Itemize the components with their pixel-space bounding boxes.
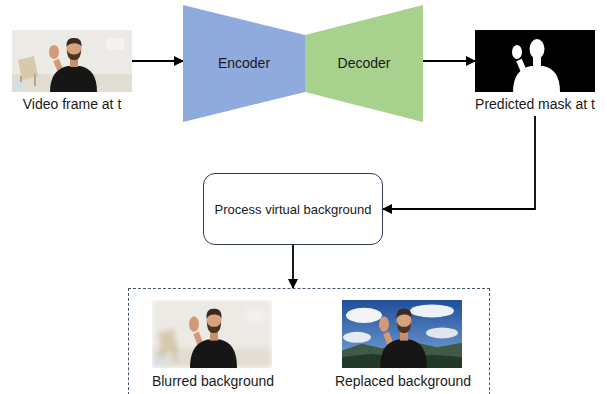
- image-caption: Replaced background: [335, 373, 471, 390]
- image-node: Replaced background: [343, 301, 463, 391]
- image-node: Predicted mask at t: [475, 30, 595, 114]
- block-label: Encoder: [218, 55, 270, 72]
- flow-arrow: [423, 60, 475, 62]
- image-caption: Video frame at t: [23, 96, 122, 113]
- image-node: Blurred background: [153, 301, 273, 391]
- image-node: Video frame at t: [12, 30, 132, 114]
- trapezoid-fill: [305, 5, 423, 122]
- block-label: Decoder: [338, 55, 391, 72]
- flow-arrow: [292, 245, 294, 288]
- output-group: Blurred background Replaced background: [128, 288, 490, 394]
- flow-arrow: [383, 116, 535, 209]
- encoder-block: Encoder: [183, 5, 305, 122]
- trapezoid-fill: [183, 5, 305, 122]
- decoder-block: Decoder: [305, 5, 423, 122]
- block-label: Process virtual background: [215, 201, 372, 218]
- image-caption: Predicted mask at t: [475, 96, 595, 113]
- image-caption: Blurred background: [152, 373, 274, 390]
- process-box: Process virtual background: [203, 173, 383, 245]
- flow-arrow: [132, 60, 183, 62]
